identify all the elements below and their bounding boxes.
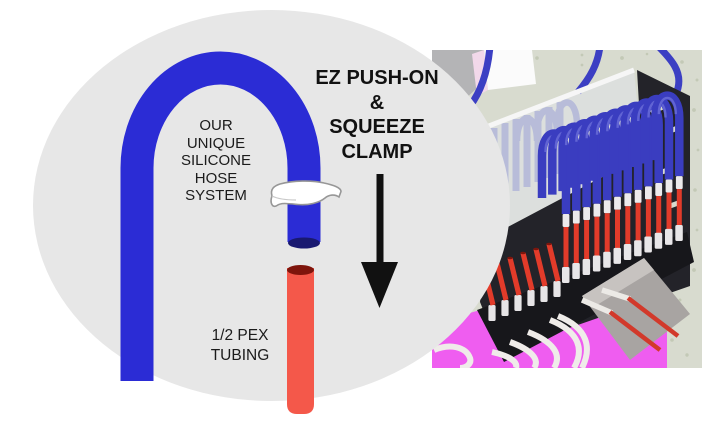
silicone-hose-graphic <box>120 51 321 381</box>
hose-system-label: OUR UNIQUE SILICONE HOSE SYSTEM <box>156 117 276 205</box>
hose-opening <box>288 237 320 249</box>
headline-line: & <box>369 91 385 114</box>
silver-rail <box>467 67 635 137</box>
ramp <box>580 258 690 360</box>
hose-label-line: SYSTEM <box>185 187 247 204</box>
manifold-photo-art <box>432 43 702 371</box>
hose-label-line: SILICONE <box>180 152 252 169</box>
clamp-fold-line <box>271 195 297 201</box>
pex-label-line: 1/2 PEX <box>211 327 269 344</box>
hose-label-line: OUR <box>199 117 233 134</box>
rail-fittings <box>562 225 683 283</box>
headline-line: EZ PUSH-ON <box>315 67 439 89</box>
headline: EZ PUSH-ON & SQUEEZE CLAMP <box>297 66 457 164</box>
down-arrow-icon <box>361 174 398 308</box>
manifold-photo <box>432 43 702 371</box>
pex-tube-graphic <box>287 268 314 414</box>
hose-label-line: HOSE <box>194 169 238 187</box>
hose-label-line: UNIQUE <box>186 134 246 152</box>
headline-line: CLAMP <box>341 140 413 163</box>
pex-tubing-label: 1/2 PEX TUBING <box>190 326 290 366</box>
pex-label-line: TUBING <box>210 347 270 364</box>
pex-opening <box>287 265 314 275</box>
headline-line: SQUEEZE <box>329 116 425 138</box>
squeeze-clamp-graphic <box>270 180 342 208</box>
floor-tubes <box>432 313 590 371</box>
